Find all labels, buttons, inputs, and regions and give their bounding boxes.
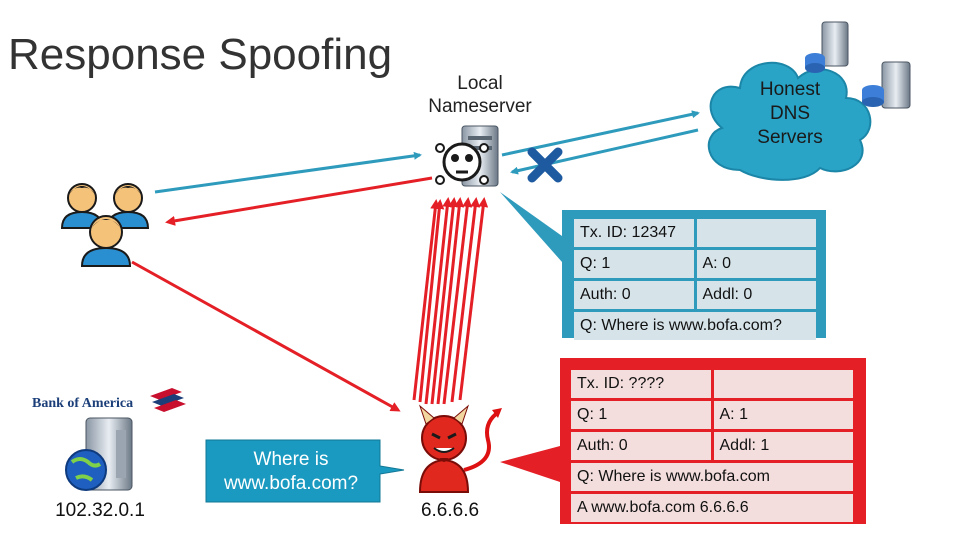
packet-addl-count: Addl: 1 (713, 432, 853, 460)
packet-auth-count: Auth: 0 (574, 281, 694, 309)
cross-icon (527, 147, 563, 183)
packet-row: Auth: 0 Addl: 1 (571, 432, 853, 460)
packet-row: Q: 1 A: 1 (571, 401, 853, 429)
honest-dns-line3: Servers (757, 127, 823, 148)
speech-bubble (205, 439, 405, 503)
local-nameserver-label: Local Nameserver (410, 72, 550, 118)
packet-a-count: A: 1 (713, 401, 853, 429)
bubble-text: Where is www.bofa.com? (212, 448, 370, 496)
packet-row: Q: Where is www.bofa.com? (574, 312, 816, 340)
packet-txid: Tx. ID: ???? (571, 370, 711, 398)
honest-dns-label: Honest DNS Servers (735, 78, 845, 150)
skull-icon (435, 142, 489, 185)
bank-logo-flag (150, 388, 186, 412)
packet-question: Q: Where is www.bofa.com? (574, 312, 816, 340)
bank-ip-label: 102.32.0.1 (55, 500, 145, 521)
spoofed-response-flood (412, 197, 489, 405)
packet-txid: Tx. ID: 12347 (574, 219, 694, 247)
honest-dns-line1: Honest (759, 79, 821, 100)
packet-row: Q: Where is www.bofa.com (571, 463, 853, 491)
honest-packet-table: Tx. ID: 12347 Q: 1 A: 0 Auth: 0 Addl: 0 … (571, 216, 819, 343)
local-nameserver-line2: Nameserver (428, 96, 532, 117)
globe-icon (65, 449, 107, 491)
users-icon (60, 183, 150, 267)
packet-row: Tx. ID: 12347 (574, 219, 816, 247)
bubble-line2: www.bofa.com? (223, 473, 359, 494)
packet-row: A www.bofa.com 6.6.6.6 (571, 494, 853, 522)
arrow-ns-to-users (165, 176, 433, 226)
packet-row: Q: 1 A: 0 (574, 250, 816, 278)
local-nameserver-line1: Local (457, 73, 503, 94)
spoof-packet-table: Tx. ID: ???? Q: 1 A: 1 Auth: 0 Addl: 1 Q… (568, 367, 856, 525)
bank-logo-text: Bank of America (32, 396, 134, 411)
packet-empty-cell (696, 219, 816, 247)
packet-q-count: Q: 1 (571, 401, 711, 429)
packet-row: Tx. ID: ???? (571, 370, 853, 398)
packet-addl-count: Addl: 0 (696, 281, 816, 309)
bubble-line1: Where is (253, 449, 329, 470)
honest-dns-cloud (707, 61, 872, 181)
honest-dns-line2: DNS (769, 103, 811, 124)
packet-question: Q: Where is www.bofa.com (571, 463, 853, 491)
packet-answer: A www.bofa.com 6.6.6.6 (571, 494, 853, 522)
page-title: Response Spoofing (8, 30, 393, 79)
packet-q-count: Q: 1 (574, 250, 694, 278)
packet-a-count: A: 0 (696, 250, 816, 278)
packet-row: Auth: 0 Addl: 0 (574, 281, 816, 309)
arrow-users-to-attacker (131, 260, 401, 412)
devil-icon (418, 404, 502, 493)
database-icon (862, 61, 911, 109)
arrow-users-to-ns (154, 151, 422, 194)
packet-empty-cell (713, 370, 853, 398)
database-icon (805, 21, 849, 73)
arrow-ns-to-dns (501, 110, 700, 157)
attacker-ip-label: 6.6.6.6 (420, 500, 480, 521)
packet-auth-count: Auth: 0 (571, 432, 711, 460)
